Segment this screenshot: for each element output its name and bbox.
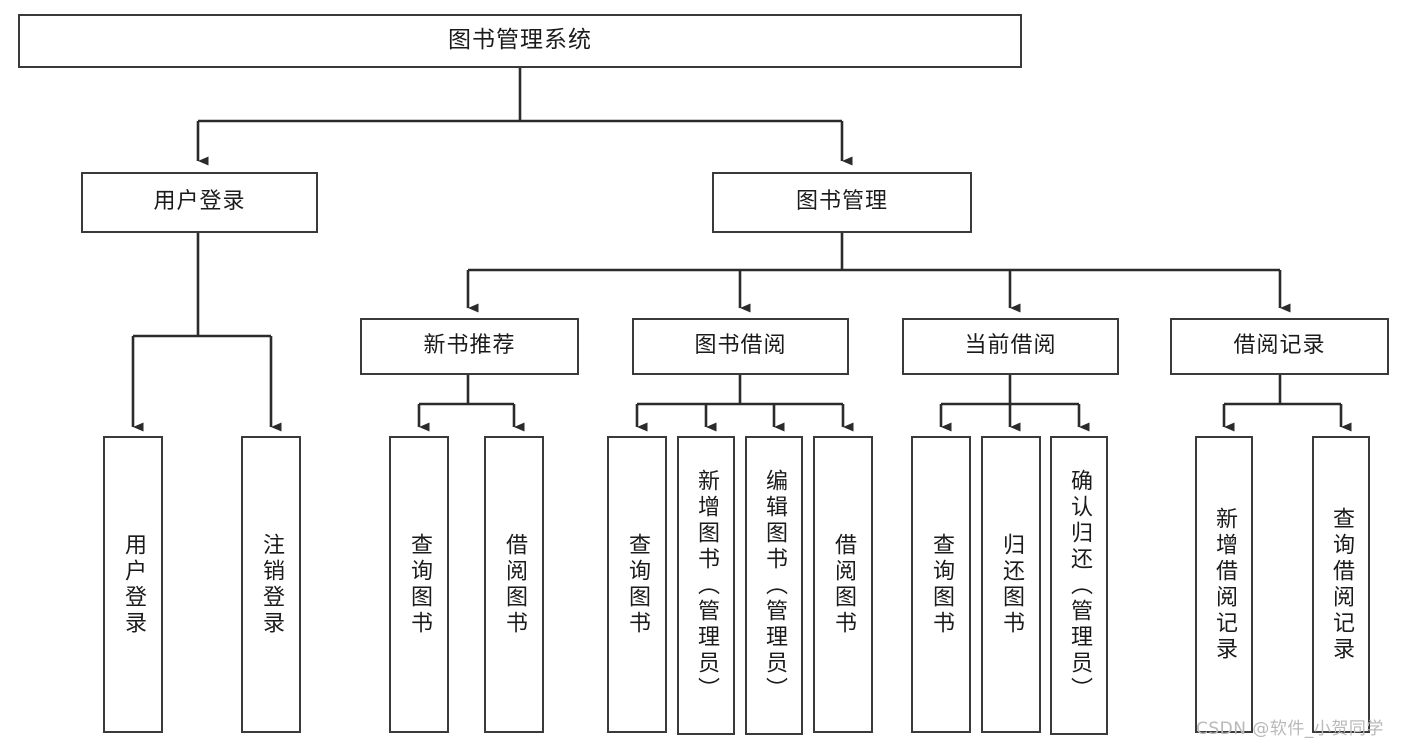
leaf-user-logout[interactable]: 注销登录 <box>241 436 301 733</box>
leaf-confirm-return[interactable]: 确认归还（管理员） <box>1050 436 1108 735</box>
node-label: 查询图书 <box>407 532 432 637</box>
node-label: 查询借阅记录 <box>1329 506 1354 663</box>
node-label: 用户登录 <box>153 189 246 215</box>
leaf-user-login[interactable]: 用户登录 <box>103 436 163 733</box>
leaf-query-book-3[interactable]: 查询图书 <box>911 436 971 733</box>
node-new-book-rec[interactable]: 新书推荐 <box>360 318 579 375</box>
node-label: 借阅记录 <box>1233 333 1326 359</box>
node-label: 新增图书（管理员） <box>694 468 719 703</box>
leaf-add-book[interactable]: 新增图书（管理员） <box>677 436 735 735</box>
watermark: CSDN @软件_小贺同学 <box>1196 719 1384 739</box>
node-label: 用户登录 <box>121 532 146 637</box>
leaf-query-book-2[interactable]: 查询图书 <box>607 436 667 733</box>
node-label: 注销登录 <box>259 532 284 637</box>
node-user-login[interactable]: 用户登录 <box>81 172 318 233</box>
leaf-query-record[interactable]: 查询借阅记录 <box>1312 436 1370 733</box>
node-label: 图书借阅 <box>694 333 787 359</box>
node-label: 查询图书 <box>929 532 954 637</box>
node-label: 编辑图书（管理员） <box>762 468 787 703</box>
node-current-borrow[interactable]: 当前借阅 <box>902 318 1119 375</box>
node-root-system[interactable]: 图书管理系统 <box>18 14 1022 68</box>
node-borrow-record[interactable]: 借阅记录 <box>1170 318 1389 375</box>
node-label: 归还图书 <box>999 532 1024 637</box>
leaf-add-record[interactable]: 新增借阅记录 <box>1195 436 1253 733</box>
node-label: 新增借阅记录 <box>1212 506 1237 663</box>
node-book-manage[interactable]: 图书管理 <box>712 172 972 233</box>
node-label: 图书管理 <box>795 189 888 215</box>
node-label: 确认归还（管理员） <box>1067 468 1092 703</box>
leaf-edit-book[interactable]: 编辑图书（管理员） <box>745 436 803 735</box>
node-label: 新书推荐 <box>423 333 516 359</box>
node-label: 查询图书 <box>625 532 650 637</box>
node-label: 借阅图书 <box>502 532 527 637</box>
leaf-return-book[interactable]: 归还图书 <box>981 436 1041 733</box>
leaf-query-book-1[interactable]: 查询图书 <box>389 436 449 733</box>
node-label: 图书管理系统 <box>448 27 592 54</box>
leaf-borrow-book-2[interactable]: 借阅图书 <box>813 436 873 733</box>
node-label: 借阅图书 <box>831 532 856 637</box>
node-book-borrow[interactable]: 图书借阅 <box>632 318 849 375</box>
node-label: 当前借阅 <box>964 333 1057 359</box>
leaf-borrow-book-1[interactable]: 借阅图书 <box>484 436 544 733</box>
